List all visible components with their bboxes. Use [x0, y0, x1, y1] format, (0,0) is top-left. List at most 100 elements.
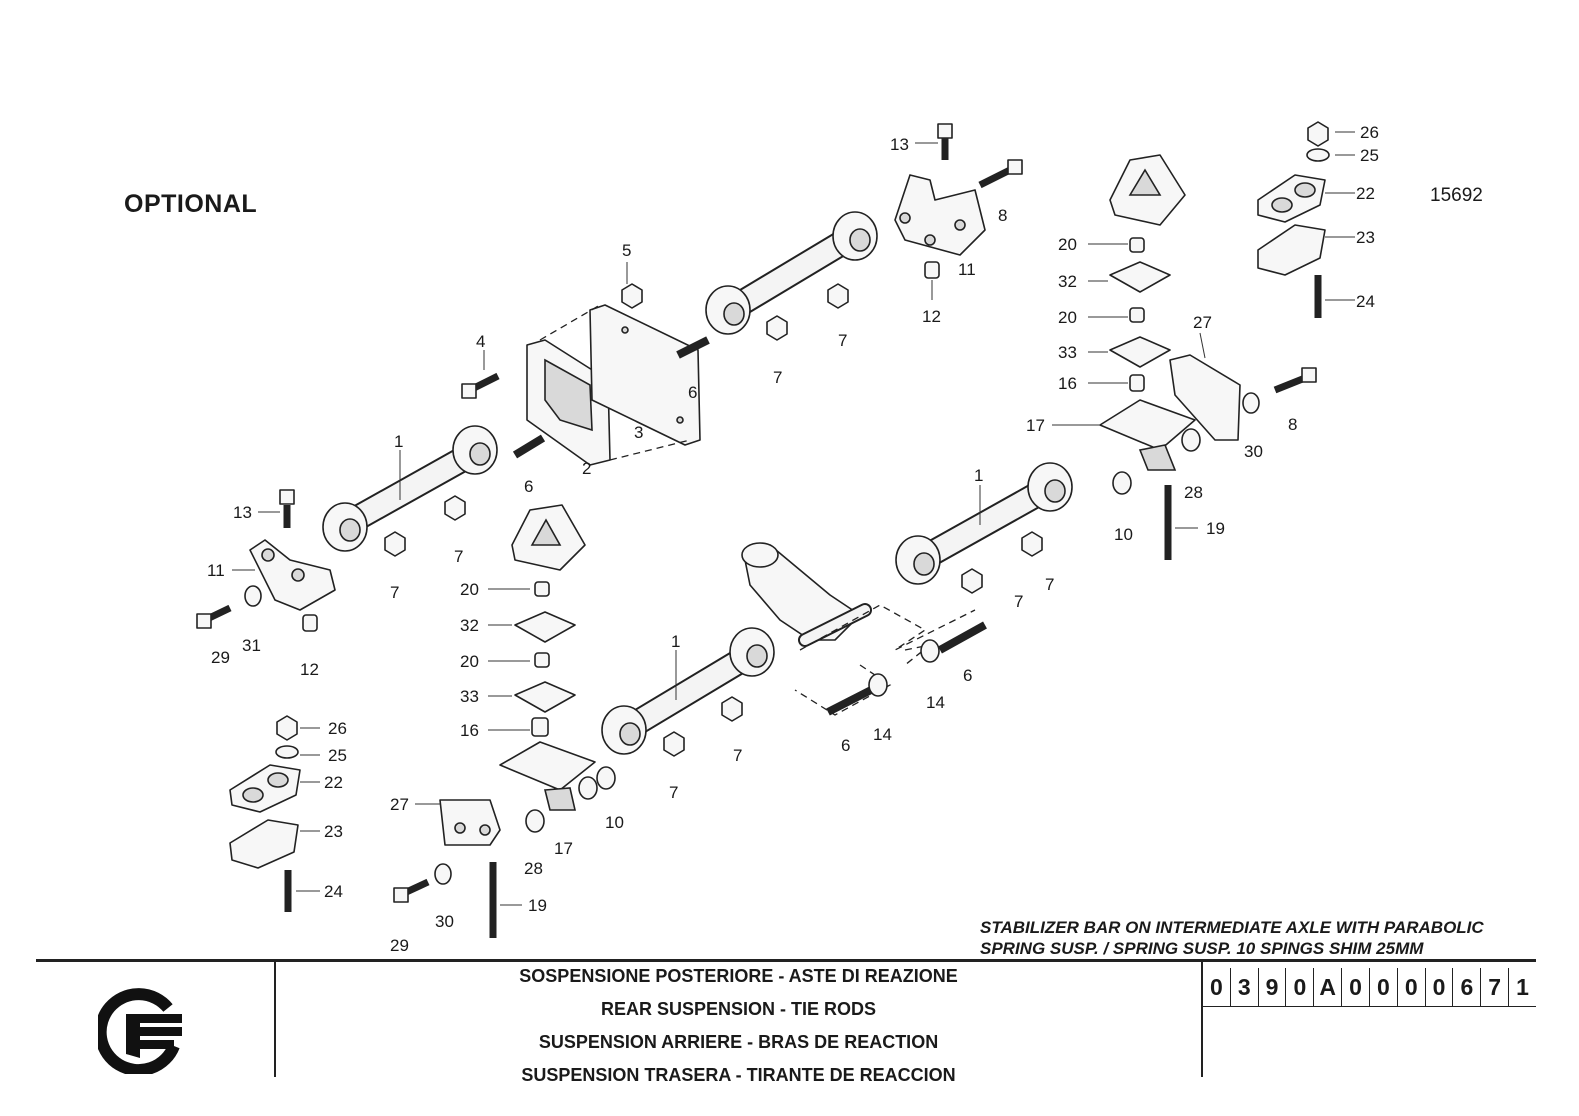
callout-10-right: 10 — [1114, 525, 1133, 544]
callouts: 13 8 11 12 26 25 22 23 24 5 7 7 20 32 20… — [207, 123, 1379, 955]
callout-29-left: 29 — [211, 648, 230, 667]
callout-31: 31 — [242, 636, 261, 655]
callout-25-left: 25 — [328, 746, 347, 765]
callout-13-left: 13 — [233, 503, 252, 522]
callout-17-right: 17 — [1026, 416, 1045, 435]
callout-8-top: 8 — [998, 206, 1007, 225]
callout-27-left: 27 — [390, 795, 409, 814]
part-code-digit: 9 — [1259, 968, 1287, 1006]
part-code-digit: 1 — [1516, 973, 1529, 1000]
callout-30-right: 30 — [1244, 442, 1263, 461]
callout-12-left: 12 — [300, 660, 319, 679]
callout-23-left: 23 — [324, 822, 343, 841]
part-code: 0 3 9 0 A 0 0 0 0 6 7 1 — [1203, 968, 1536, 1007]
part-code-digit: 0 — [1398, 968, 1426, 1006]
description-italian: SOSPENSIONE POSTERIORE - ASTE DI REAZION… — [519, 966, 958, 986]
clamp-plate-22-right — [1257, 174, 1326, 223]
part-code-digit: 0 — [1342, 968, 1370, 1006]
callout-28-right: 28 — [1184, 483, 1203, 502]
title-block-divider-left — [274, 961, 276, 1077]
part-code-digit: 0 — [1203, 968, 1231, 1006]
plate-17-left — [499, 741, 596, 811]
callout-7-b: 7 — [773, 368, 782, 387]
callout-7-d: 7 — [454, 547, 463, 566]
callout-10-left: 10 — [605, 813, 624, 832]
callout-30-left: 30 — [435, 912, 454, 931]
plate-3 — [589, 304, 701, 446]
part-code-digit: 0 — [1286, 968, 1315, 1006]
callout-16-left: 16 — [460, 721, 479, 740]
callout-24-right: 24 — [1356, 292, 1375, 311]
callout-4: 4 — [476, 332, 485, 351]
part-code-digit: 6 — [1453, 968, 1482, 1006]
tie-rod-lower — [601, 627, 775, 755]
description-english: REAR SUSPENSION - TIE RODS — [600, 999, 877, 1019]
clamp-plate-23-left — [229, 819, 299, 869]
callout-33-left: 33 — [460, 687, 479, 706]
callout-7-e: 7 — [1045, 575, 1054, 594]
callout-32-right: 32 — [1058, 272, 1077, 291]
shackle-27-right — [1169, 354, 1241, 441]
callout-1-middle: 1 — [974, 466, 983, 485]
callout-26-left: 26 — [328, 719, 347, 738]
callout-12-top: 12 — [922, 307, 941, 326]
stabilizer-title-line1: STABILIZER BAR ON INTERMEDIATE AXLE WITH… — [980, 918, 1484, 937]
callout-17-left: 17 — [554, 839, 573, 858]
callout-23-right: 23 — [1356, 228, 1375, 247]
callout-1-left: 1 — [394, 432, 403, 451]
callout-22-right: 22 — [1356, 184, 1375, 203]
callout-16-right: 16 — [1058, 374, 1077, 393]
studs-and-bolts — [196, 123, 1322, 938]
clamp-plate-23-right — [1257, 224, 1326, 276]
part-code-digit: 7 — [1481, 968, 1510, 1006]
callout-2: 2 — [582, 459, 591, 478]
callout-7-f: 7 — [1014, 592, 1023, 611]
callout-7-h: 7 — [733, 746, 742, 765]
callout-7-c: 7 — [390, 583, 399, 602]
callout-24-left: 24 — [324, 882, 343, 901]
spring-seat-middle — [511, 504, 586, 571]
part-code-digit: 3 — [1231, 968, 1259, 1006]
shim-stack-right — [1109, 237, 1171, 392]
description-spanish: SUSPENSION TRASERA - TIRANTE DE REACCION — [521, 1065, 956, 1085]
part-code-digit: A — [1314, 968, 1343, 1006]
drawing-number: 15692 — [1430, 185, 1483, 206]
bracket-2 — [526, 339, 611, 466]
description-french: SUSPENSION ARRIERE - BRAS DE REACTION — [538, 1032, 939, 1052]
plate-17-right — [1099, 399, 1196, 471]
title-block-top-rule — [36, 959, 1536, 962]
nuts-and-washers — [244, 121, 1330, 885]
stabilizer-title: STABILIZER BAR ON INTERMEDIATE AXLE WITH… — [980, 917, 1484, 959]
manufacturer-logo-icon — [98, 988, 182, 1074]
callout-25-right: 25 — [1360, 146, 1379, 165]
callout-28-left: 28 — [524, 859, 543, 878]
callout-19-left: 19 — [528, 896, 547, 915]
shim-stack-left — [514, 581, 576, 737]
callout-32-left: 32 — [460, 616, 479, 635]
clamp-plate-22-left — [229, 764, 301, 813]
tie-rod-upper-right — [705, 211, 878, 335]
callout-20-left-a: 20 — [460, 580, 479, 599]
callout-8-right: 8 — [1288, 415, 1297, 434]
callout-19-right: 19 — [1206, 519, 1225, 538]
callout-22-left: 22 — [324, 773, 343, 792]
part-code-digit: 0 — [1426, 968, 1454, 1006]
callout-6-b: 6 — [524, 477, 533, 496]
tie-rod-middle-right — [895, 462, 1073, 585]
callout-26-right: 26 — [1360, 123, 1379, 142]
shackle-27-left — [439, 799, 501, 846]
part-code-digit: 0 — [1370, 968, 1398, 1006]
optional-label: OPTIONAL — [124, 190, 258, 218]
spring-seat-top — [1109, 154, 1186, 226]
callout-33-right: 33 — [1058, 343, 1077, 362]
stabilizer-bar-assembly — [741, 542, 872, 647]
callout-6-a: 6 — [688, 383, 697, 402]
callout-6-c: 6 — [841, 736, 850, 755]
callout-7-a: 7 — [838, 331, 847, 350]
stabilizer-title-line2: SPRING SUSP. / SPRING SUSP. 10 SPINGS SH… — [980, 939, 1424, 958]
callout-27-right: 27 — [1193, 313, 1212, 332]
callout-29-bottom: 29 — [390, 936, 409, 955]
callout-14-a: 14 — [873, 725, 892, 744]
tie-rod-upper-left — [322, 425, 498, 552]
